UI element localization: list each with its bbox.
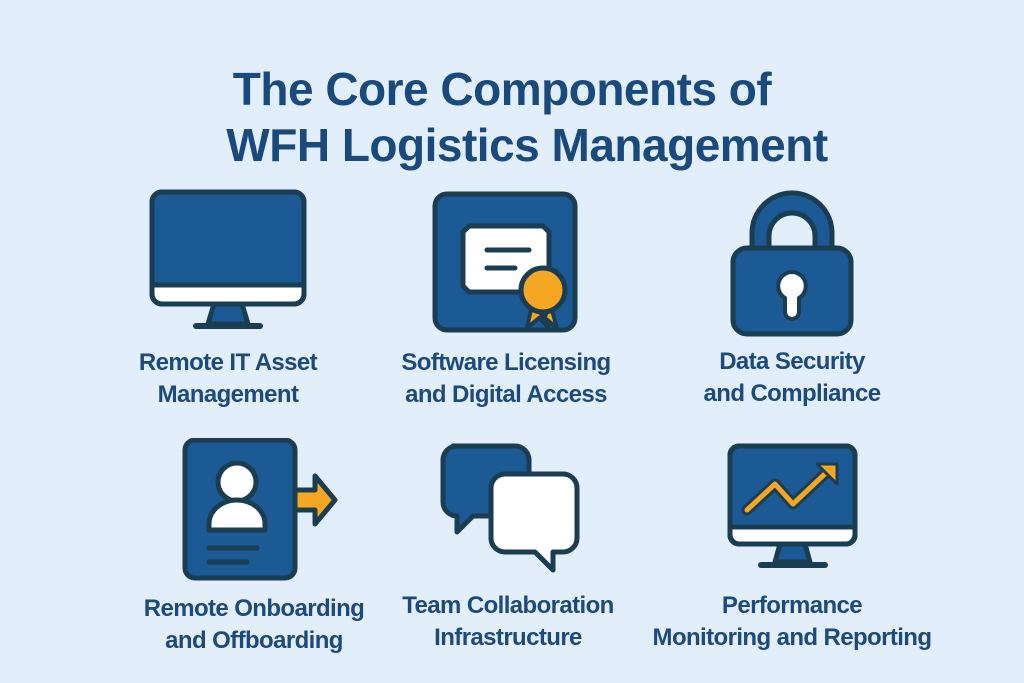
padlock-icon [730,190,854,337]
component-performance-monitoring: Performance Monitoring and Reporting [652,438,932,654]
desktop-monitor-icon [149,189,307,329]
monitor-chart-icon [727,443,857,568]
component-software-licensing: Software Licensing and Digital Access [366,188,646,411]
component-data-security: Data Security and Compliance [652,188,932,410]
component-label: Remote IT Asset Management [138,349,318,408]
user-profile-arrow-icon [182,438,338,581]
component-remote-onboarding: Remote Onboarding and Offboarding [114,438,394,657]
page-title: The Core Components of WFH Logistics Man… [0,61,1024,173]
title-line-1: The Core Components of [232,62,772,115]
title-line-2: WFH Logistics Management [226,118,828,171]
component-label: Team Collaboration Infrastructure [402,592,614,651]
component-label: Remote Onboarding and Offboarding [143,595,365,654]
certificate-license-icon [432,191,578,333]
component-remote-it-asset: Remote IT Asset Management [88,188,368,411]
component-label: Data Security and Compliance [703,348,882,407]
chat-bubbles-icon [440,443,580,573]
component-label: Software Licensing and Digital Access [401,349,611,408]
component-label: Performance Monitoring and Reporting [652,592,932,651]
component-team-collaboration: Team Collaboration Infrastructure [368,438,648,654]
